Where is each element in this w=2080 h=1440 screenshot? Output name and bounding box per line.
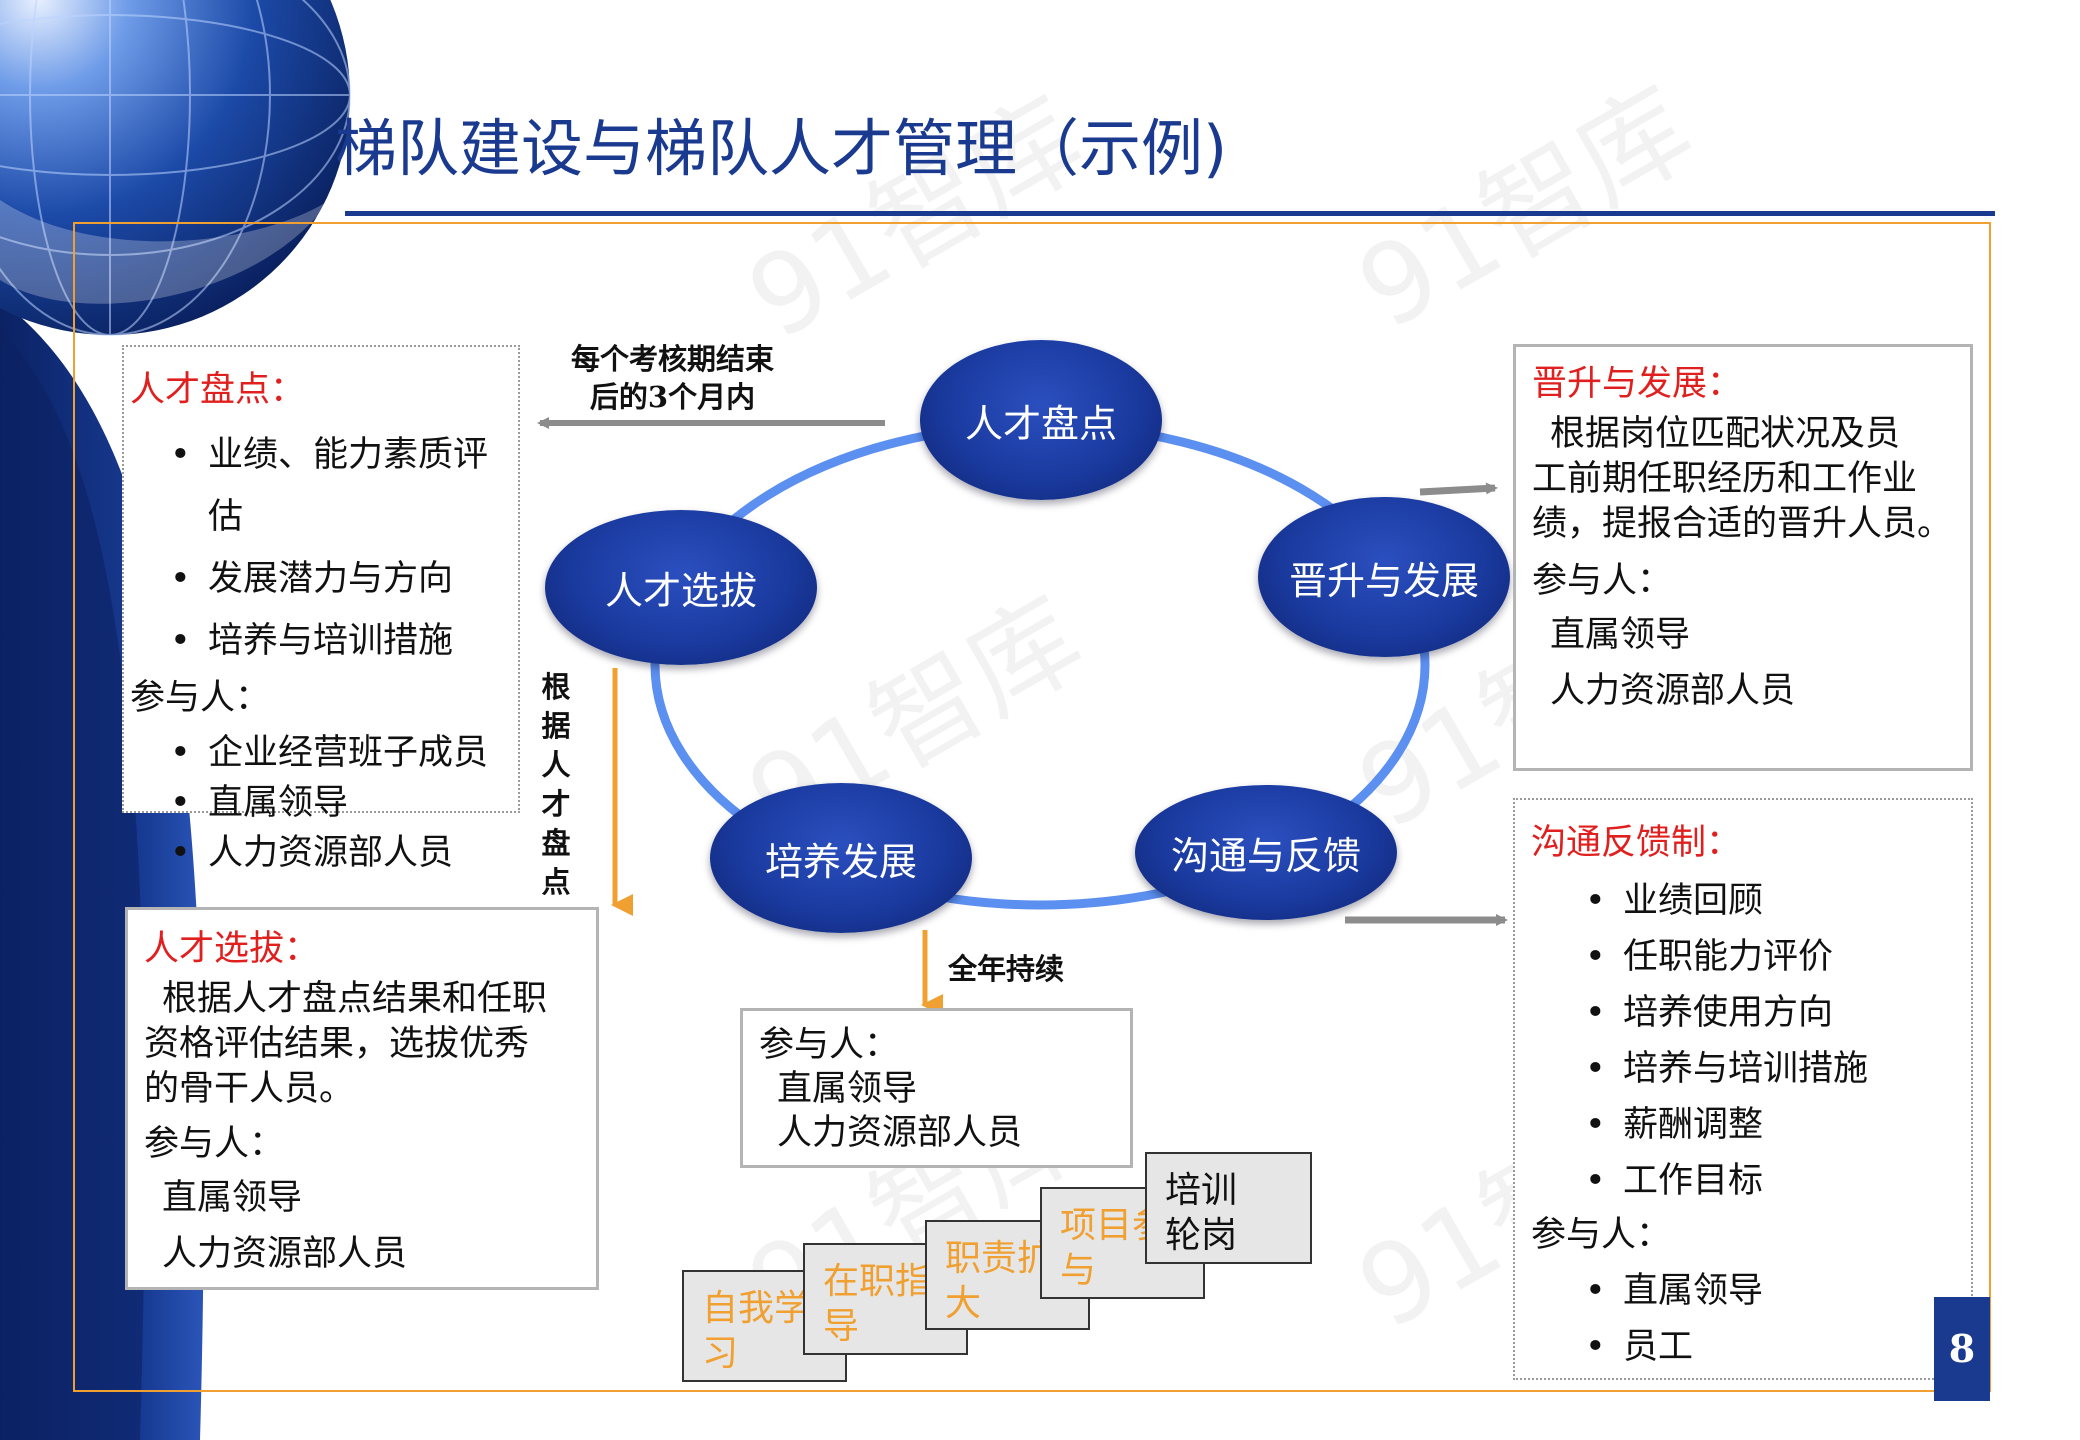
list-item: 培养与培训措施 xyxy=(1585,1041,1955,1097)
communication-items: 业绩回顾 任职能力评价 培养使用方向 培养与培训措施 薪酬调整 工作目标 xyxy=(1585,873,1955,1209)
inventory-participants-label: 参与人： xyxy=(130,678,271,718)
promotion-participants-label: 参与人： xyxy=(1532,561,1673,601)
card-training-rotation: 培训 轮岗 xyxy=(1145,1152,1312,1264)
list-item: 培养使用方向 xyxy=(1585,985,1955,1041)
card-line: 导 xyxy=(823,1306,860,1347)
content-frame xyxy=(73,222,1991,1392)
selection-participants: 直属领导 人力资源部人员 xyxy=(144,1170,580,1282)
communication-box: 沟通反馈制： 业绩回顾 任职能力评价 培养使用方向 培养与培训措施 薪酬调整 工… xyxy=(1513,798,1973,1380)
page-title: 梯队建设与梯队人才管理（示例) xyxy=(335,112,1228,185)
participant: 直属领导 xyxy=(162,1177,303,1218)
card-line: 职责扩 xyxy=(945,1238,1054,1279)
promotion-box: 晋升与发展： 根据岗位匹配状况及员 工前期任职经历和工作业 绩，提报合适的晋升人… xyxy=(1513,344,1973,771)
node-training-label: 培养发展 xyxy=(764,839,917,884)
card-line: 与 xyxy=(1060,1250,1097,1291)
list-item: 业绩、能力素质评估 xyxy=(170,424,512,548)
node-communication: 沟通与反馈 xyxy=(1135,785,1397,920)
list-item: 直属领导 xyxy=(170,778,512,828)
training-participants-label: 参与人： xyxy=(759,1025,900,1065)
list-item: 培养与培训措施 xyxy=(170,610,512,672)
list-item: 任职能力评价 xyxy=(1585,929,1955,985)
communication-participants-label: 参与人： xyxy=(1531,1215,1672,1255)
card-line: 培训 xyxy=(1165,1170,1238,1211)
card-line: 大 xyxy=(945,1283,982,1324)
note-char: 才 xyxy=(541,787,571,821)
note-based-on-inventory: 根 据 人 才 盘 点 xyxy=(538,668,574,902)
node-promotion: 晋升与发展 xyxy=(1258,497,1510,657)
node-selection: 人才选拔 xyxy=(545,510,817,665)
list-item: 工作目标 xyxy=(1585,1153,1955,1209)
selection-heading: 人才选拔： xyxy=(144,929,320,969)
training-participants: 直属领导 人力资源部人员 xyxy=(759,1067,1114,1155)
note-char: 据 xyxy=(541,709,571,743)
card-line: 习 xyxy=(702,1333,739,1374)
communication-heading: 沟通反馈制： xyxy=(1531,823,1742,863)
participant: 人力资源部人员 xyxy=(777,1113,1023,1153)
note-char: 人 xyxy=(541,748,571,782)
card-line: 轮岗 xyxy=(1165,1215,1238,1256)
title-underline xyxy=(345,211,1995,216)
list-item: 薪酬调整 xyxy=(1585,1097,1955,1153)
arrow-to-promotion-box xyxy=(1419,482,1498,496)
node-inventory: 人才盘点 xyxy=(920,340,1162,500)
card-line: 自我学 xyxy=(702,1288,811,1329)
node-selection-label: 人才选拔 xyxy=(604,569,757,613)
card-line: 在职指 xyxy=(823,1261,932,1302)
participant: 人力资源部人员 xyxy=(1550,670,1796,711)
inventory-items: 业绩、能力素质评估 发展潜力与方向 培养与培训措施 xyxy=(170,424,512,672)
participant: 直属领导 xyxy=(1550,614,1691,655)
promotion-participants: 直属领导 人力资源部人员 xyxy=(1532,607,1954,719)
list-item: 人力资源部人员 xyxy=(170,828,512,878)
list-item: 发展潜力与方向 xyxy=(170,548,512,610)
promotion-heading: 晋升与发展： xyxy=(1532,364,1743,404)
note-year-round: 全年持续 xyxy=(948,952,1065,986)
list-item: 直属领导 xyxy=(1585,1263,1955,1319)
node-promotion-label: 晋升与发展 xyxy=(1288,558,1479,603)
selection-body-line: 的骨干人员。 xyxy=(144,1069,355,1109)
note-period: 每个考核期结束 后的3个月内 xyxy=(545,340,800,416)
list-item: 业绩回顾 xyxy=(1585,873,1955,929)
selection-body-line: 资格评估结果，选拔优秀 xyxy=(144,1024,530,1064)
training-box: 参与人： 直属领导 人力资源部人员 xyxy=(740,1008,1133,1168)
promotion-body-line: 绩，提报合适的晋升人员。 xyxy=(1532,504,1953,544)
participant: 人力资源部人员 xyxy=(162,1233,408,1274)
selection-body-line: 根据人才盘点结果和任职 xyxy=(162,979,548,1019)
node-inventory-label: 人才盘点 xyxy=(964,401,1117,446)
selection-box: 人才选拔： 根据人才盘点结果和任职 资格评估结果，选拔优秀 的骨干人员。 参与人… xyxy=(125,907,599,1290)
note-period-line2: 后的3个月内 xyxy=(589,380,756,414)
note-char: 根 xyxy=(541,670,571,704)
node-communication-label: 沟通与反馈 xyxy=(1170,834,1361,878)
list-item: 企业经营班子成员 xyxy=(170,728,512,778)
selection-participants-label: 参与人： xyxy=(144,1124,285,1164)
participant: 直属领导 xyxy=(777,1069,918,1109)
promotion-body-line: 工前期任职经历和工作业 xyxy=(1532,459,1918,499)
note-char: 点 xyxy=(541,865,571,899)
selection-body: 根据人才盘点结果和任职 资格评估结果，选拔优秀 的骨干人员。 xyxy=(144,977,580,1112)
promotion-body-line: 根据岗位匹配状况及员 xyxy=(1550,414,1901,454)
card-self-study: 自我学 习 xyxy=(682,1270,847,1382)
note-period-line1: 每个考核期结束 xyxy=(570,342,774,376)
inventory-box: 人才盘点： 业绩、能力素质评估 发展潜力与方向 培养与培训措施 参与人： 企业经… xyxy=(122,345,520,878)
promotion-body: 根据岗位匹配状况及员 工前期任职经历和工作业 绩，提报合适的晋升人员。 xyxy=(1532,412,1954,547)
inventory-participants: 企业经营班子成员 直属领导 人力资源部人员 xyxy=(170,728,512,878)
communication-participants: 直属领导 员工 xyxy=(1585,1263,1955,1375)
note-char: 盘 xyxy=(541,826,571,860)
page-number: 8 xyxy=(1934,1297,1990,1401)
card-on-job-coaching: 在职指 导 xyxy=(803,1243,968,1355)
node-training: 培养发展 xyxy=(710,783,972,933)
list-item: 员工 xyxy=(1585,1319,1955,1375)
inventory-heading: 人才盘点： xyxy=(130,370,306,410)
